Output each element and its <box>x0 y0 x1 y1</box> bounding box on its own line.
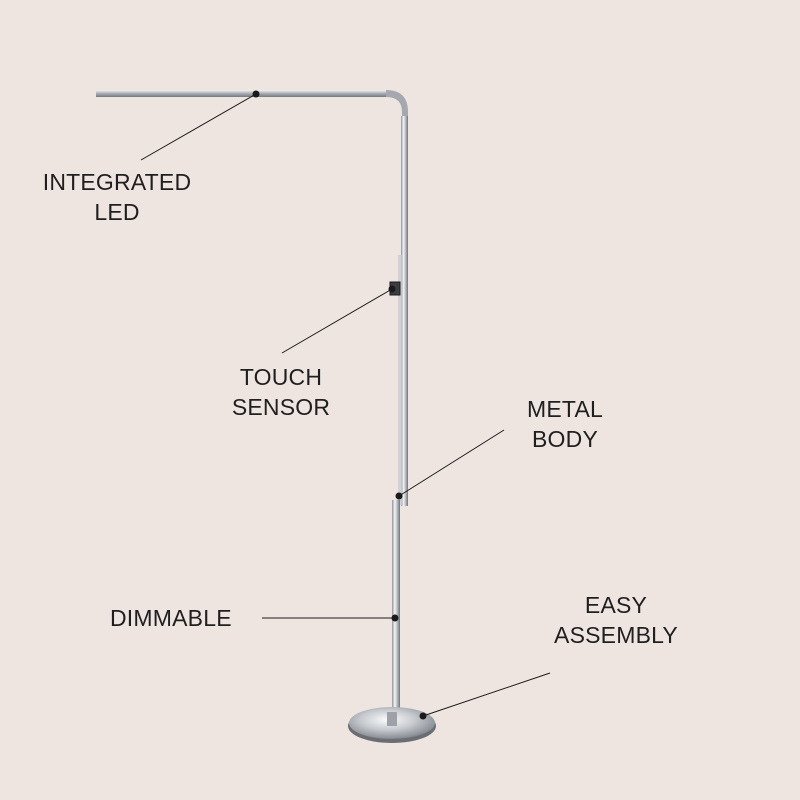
leader-line-easy-assembly <box>422 672 551 717</box>
leader-line-metal-body <box>398 429 505 497</box>
label-dimmable: DIMMABLE <box>110 603 232 633</box>
leader-dot-dimmable <box>391 614 399 622</box>
lower-tube <box>392 500 400 715</box>
label-integrated-led-line1: INTEGRATED <box>42 169 192 195</box>
led-arm <box>96 90 408 118</box>
label-integrated-led-line2: LED <box>94 199 140 225</box>
label-dimmable-line1: DIMMABLE <box>110 605 232 631</box>
label-easy-assembly-line1: EASY <box>584 592 648 618</box>
leader-dot-metal-body <box>395 492 403 500</box>
upper-tube <box>401 116 408 506</box>
label-integrated-led: INTEGRATED LED <box>36 167 198 227</box>
label-metal-body: METAL BODY <box>512 394 618 454</box>
leader-dot-touch-sensor <box>388 285 396 293</box>
label-touch-sensor: TOUCH SENSOR <box>226 362 336 422</box>
label-touch-sensor-line2: SENSOR <box>231 394 331 420</box>
label-metal-body-line2: BODY <box>532 426 598 452</box>
leader-line-integrated-led <box>140 93 257 161</box>
leader-line-touch-sensor <box>281 288 393 354</box>
leader-dot-integrated-led <box>252 90 260 98</box>
tube-sleeve <box>398 255 403 505</box>
label-touch-sensor-line1: TOUCH <box>239 364 323 390</box>
label-easy-assembly-line2: ASSEMBLY <box>554 622 678 648</box>
leader-dot-easy-assembly <box>419 712 427 720</box>
label-metal-body-line1: METAL <box>527 396 603 422</box>
round-base <box>348 707 436 743</box>
label-easy-assembly: EASY ASSEMBLY <box>545 590 687 650</box>
